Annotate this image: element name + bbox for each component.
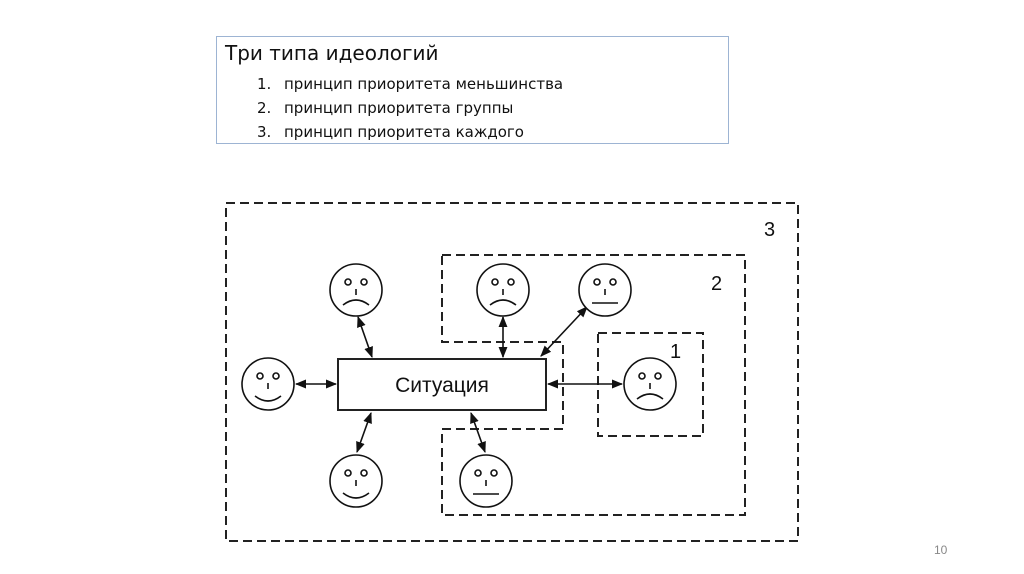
face-bottom-left-happy-icon bbox=[329, 454, 383, 508]
list-number: 2. bbox=[257, 99, 272, 117]
face-top-left-sad-icon bbox=[329, 263, 383, 317]
face-top-right-neutral-icon bbox=[578, 263, 632, 317]
arrow-top-left bbox=[357, 315, 373, 359]
situation-label: Ситуация bbox=[395, 374, 489, 397]
list-number: 1. bbox=[257, 75, 272, 93]
arrow-top-right bbox=[540, 306, 588, 357]
arrow-bottom-middle bbox=[470, 411, 486, 454]
list-item: 1. принцип приоритета меньшинства bbox=[257, 72, 563, 96]
face-top-middle-sad-icon bbox=[476, 263, 530, 317]
list-text: принцип приоритета меньшинства bbox=[284, 75, 564, 93]
group-3-label: 3 bbox=[764, 219, 775, 241]
list-text: принцип приоритета каждого bbox=[284, 123, 524, 141]
group-1-label: 1 bbox=[670, 341, 681, 363]
list-text: принцип приоритета группы bbox=[284, 99, 514, 117]
face-right-sad-icon bbox=[623, 357, 677, 411]
list-number: 3. bbox=[257, 123, 272, 141]
textbox-title: Три типа идеологий bbox=[225, 41, 439, 65]
group-3-boundary bbox=[225, 202, 799, 542]
list-item: 2. принцип приоритета группы bbox=[257, 96, 563, 120]
face-left-happy-icon bbox=[241, 357, 295, 411]
page-number: 10 bbox=[934, 543, 948, 557]
ideologies-list: 1. принцип приоритета меньшинства 2. принц… bbox=[257, 72, 563, 144]
list-item: 3. принцип приоритета каждого bbox=[257, 120, 563, 144]
face-bottom-middle-neutral-icon bbox=[459, 454, 513, 508]
ideologies-textbox: Три типа идеологий 1. принцип приоритета … bbox=[216, 36, 729, 144]
group-2-label: 2 bbox=[711, 273, 722, 295]
group-2-boundary bbox=[441, 254, 746, 516]
situation-box bbox=[337, 358, 547, 411]
arrow-bottom-left bbox=[356, 411, 372, 454]
